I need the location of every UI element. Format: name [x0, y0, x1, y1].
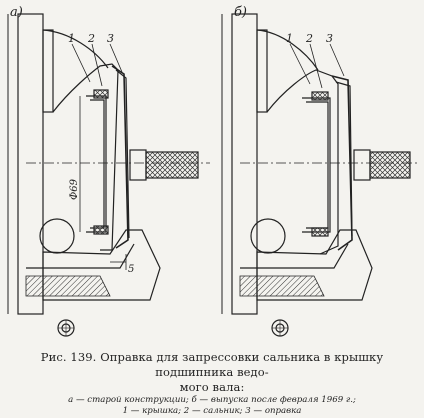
caption-line-2: мого вала: — [179, 380, 245, 394]
caption-line-3: а — старой конструкции; б — выпуска посл… — [68, 395, 356, 405]
panel-a-part-2: 2 — [87, 32, 95, 45]
panel-a-label: а) — [10, 5, 23, 20]
panel-b-part-2: 2 — [305, 32, 313, 45]
panel-a-part-1: 1 — [68, 32, 75, 45]
panel-a-drawing — [7, 13, 210, 337]
technical-drawing: а) б) 1 2 3 1 2 3 Ф69 5 — [7, 5, 418, 337]
panel-b-label: б) — [234, 5, 247, 20]
caption-line-4: 1 — крышка; 2 — сальник; 3 — оправка — [122, 406, 302, 416]
panel-b-part-1: 1 — [286, 32, 293, 45]
panel-b-part-3: 3 — [326, 32, 333, 45]
panel-a-part-3: 3 — [107, 32, 114, 45]
diameter-label: Ф69 — [69, 178, 80, 200]
caption-line-1: Рис. 139. Оправка для запрессовки сальни… — [40, 350, 384, 379]
figure-caption: Рис. 139. Оправка для запрессовки сальни… — [0, 350, 424, 418]
dimension-label: 5 — [128, 264, 134, 275]
panel-b-drawing — [221, 13, 418, 337]
